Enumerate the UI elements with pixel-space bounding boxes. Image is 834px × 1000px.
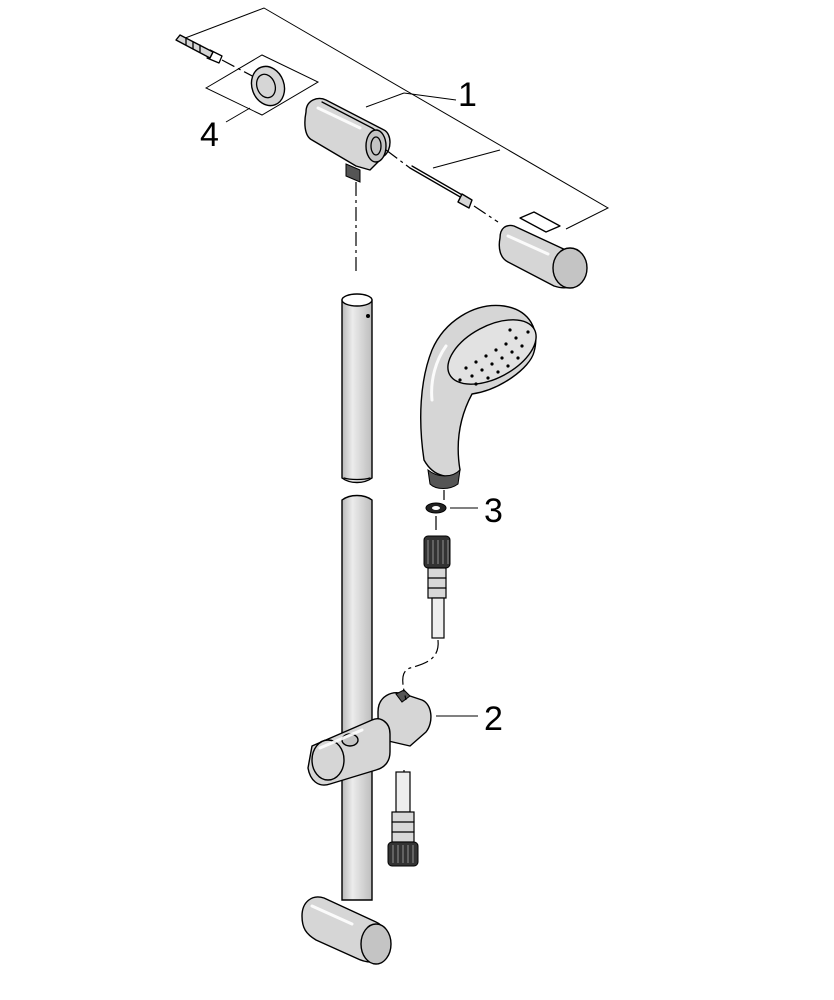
spacer-ring-part-4 (204, 54, 320, 123)
rail-bottom-holder (301, 896, 392, 965)
hose-nut-top (402, 535, 451, 701)
hose-nut-bottom (387, 771, 419, 867)
slider-part-2: 2 (307, 689, 503, 808)
washer-part-3: 3 (425, 492, 503, 534)
hand-shower (420, 304, 537, 500)
callout-1-label: 1 (458, 76, 477, 114)
callout-2-label: 2 (484, 700, 503, 738)
callout-4: 4 (200, 116, 219, 154)
wall-holder (304, 97, 391, 272)
spray-face (458, 328, 530, 386)
callout-4-label: 4 (200, 116, 219, 154)
callout-1: 1 (458, 76, 477, 114)
callout-3-label: 3 (484, 492, 503, 530)
long-screw (385, 149, 499, 223)
bracket-1 (179, 7, 610, 230)
wall-anchor (175, 34, 257, 79)
end-cap (498, 211, 588, 289)
slide-rail-upper (341, 293, 373, 484)
slide-rail-lower (341, 494, 373, 901)
